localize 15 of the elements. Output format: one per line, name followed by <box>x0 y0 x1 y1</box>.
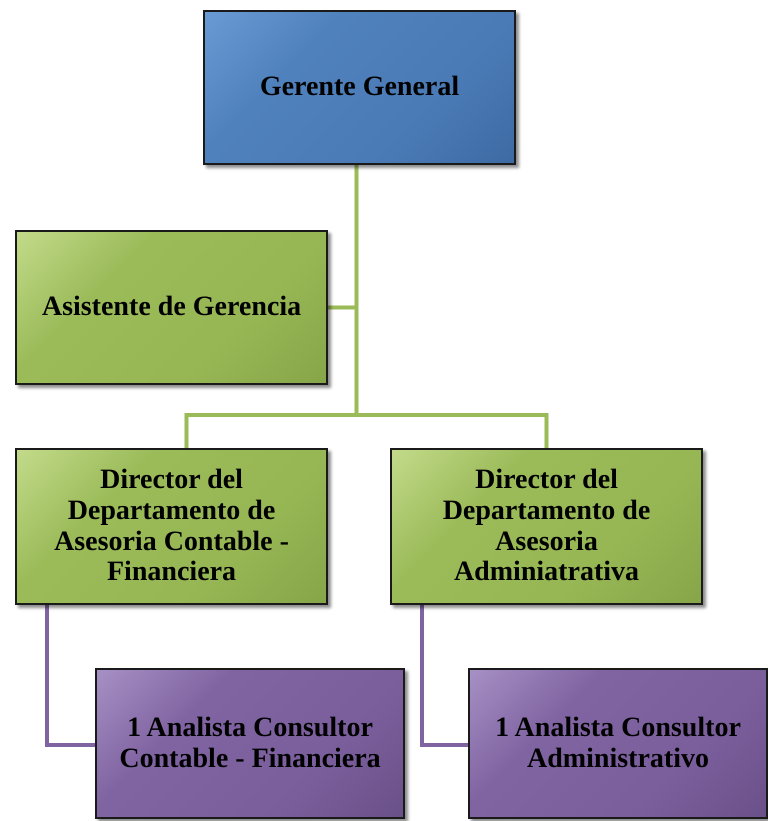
box-label: Gerente General <box>258 72 460 103</box>
connector-line <box>354 165 548 448</box>
box-label: Director del Departamento de Asesoria Adminiatrativa <box>442 464 652 588</box>
box-label: 1 Analista Consultor Contable - Financiera <box>118 712 382 774</box>
department-box <box>390 448 703 605</box>
connector-line <box>45 605 95 747</box>
connector-line <box>420 605 468 747</box>
manager-box <box>203 10 516 165</box>
department-box <box>15 448 328 605</box>
box-label: Director del Departamento de Asesoria Contable - Financiera <box>53 464 290 588</box>
analyst-box <box>95 668 405 819</box>
department-box <box>15 230 328 385</box>
box-label: 1 Analista Consultor Administrativo <box>494 712 742 774</box>
analyst-box <box>468 668 768 819</box>
box-label: Asistente de Gerencia <box>40 292 302 323</box>
